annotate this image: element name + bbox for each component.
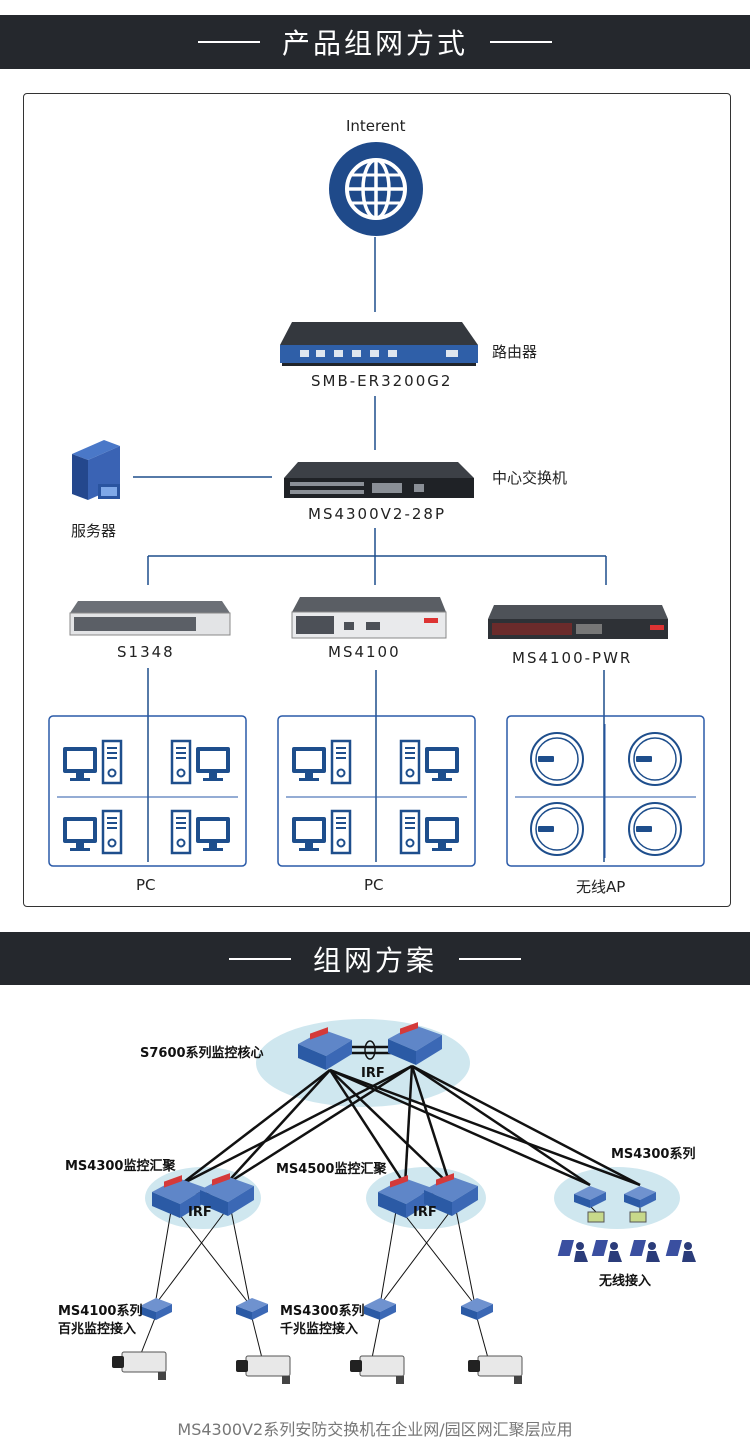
irf-label-core: IRF: [361, 1066, 385, 1081]
section1-banner: 产品组网方式: [0, 15, 750, 69]
topology-diagram: [48, 142, 705, 867]
wireless-access-label: 无线接入: [599, 1274, 652, 1289]
section1-title: 产品组网方式: [281, 27, 468, 60]
access-left-label-2: 百兆监控接入: [58, 1322, 137, 1337]
group-dividers: [57, 724, 696, 858]
s1348-model-label: S1348: [117, 643, 175, 661]
core-switch-device-icon: [284, 462, 474, 498]
wireless-user-icons: [557, 1240, 696, 1262]
camera-icons: [111, 1351, 523, 1385]
scheme-caption: MS4300V2系列安防交换机在企业网/园区网汇聚层应用: [177, 1420, 573, 1439]
banner2-dash-left: [228, 957, 291, 960]
router-role-label: 路由器: [492, 343, 538, 361]
router-model-label: SMB-ER3200G2: [311, 372, 453, 390]
agg-mid-label: MS4500监控汇聚: [276, 1162, 387, 1177]
topology-links: [133, 237, 607, 862]
router-device-icon: [280, 322, 478, 366]
group-1-label: PC: [136, 876, 156, 894]
access-links: [139, 1204, 641, 1359]
group-2-label: PC: [364, 876, 384, 894]
irf-loop-core: [364, 1040, 376, 1060]
group-3-label: 无线AP: [576, 878, 626, 896]
core-switch-role-label: 中心交换机: [492, 469, 568, 487]
internet-globe-icon: [329, 142, 423, 236]
banner-dash-right: [490, 41, 552, 43]
core-switch-model-label: MS4300V2-28P: [308, 505, 446, 523]
banner2-dash-right: [459, 957, 521, 960]
section2-banner: 组网方案: [0, 932, 750, 985]
ms4100-switch-icon: [291, 597, 447, 639]
access-mid-label-1: MS4300系列: [280, 1304, 365, 1319]
ms4300-series-label: MS4300系列: [611, 1147, 696, 1162]
ms4300-series-switch-icons: [574, 1186, 656, 1223]
internet-label: Interent: [346, 117, 406, 135]
group-boxes: [48, 715, 705, 867]
topology-frame: [23, 93, 731, 907]
banner-dash-left: [197, 41, 260, 43]
ms4100-pwr-model-label: MS4100-PWR: [512, 649, 633, 667]
ms4100-model-label: MS4100: [328, 643, 401, 661]
irf-label-mid: IRF: [413, 1205, 437, 1220]
server-label: 服务器: [71, 522, 117, 540]
core-label: S7600系列监控核心: [140, 1046, 264, 1061]
irf-label-left: IRF: [188, 1205, 212, 1220]
access-mid-label-2: 千兆监控接入: [280, 1322, 359, 1337]
ms4100-pwr-switch-icon: [488, 605, 668, 639]
server-icon: [72, 440, 120, 500]
agg-left-label: MS4300监控汇聚: [65, 1159, 176, 1174]
s1348-switch-icon: [69, 601, 231, 636]
section2-title: 组网方案: [312, 943, 437, 977]
access-left-label-1: MS4100系列: [58, 1304, 143, 1319]
